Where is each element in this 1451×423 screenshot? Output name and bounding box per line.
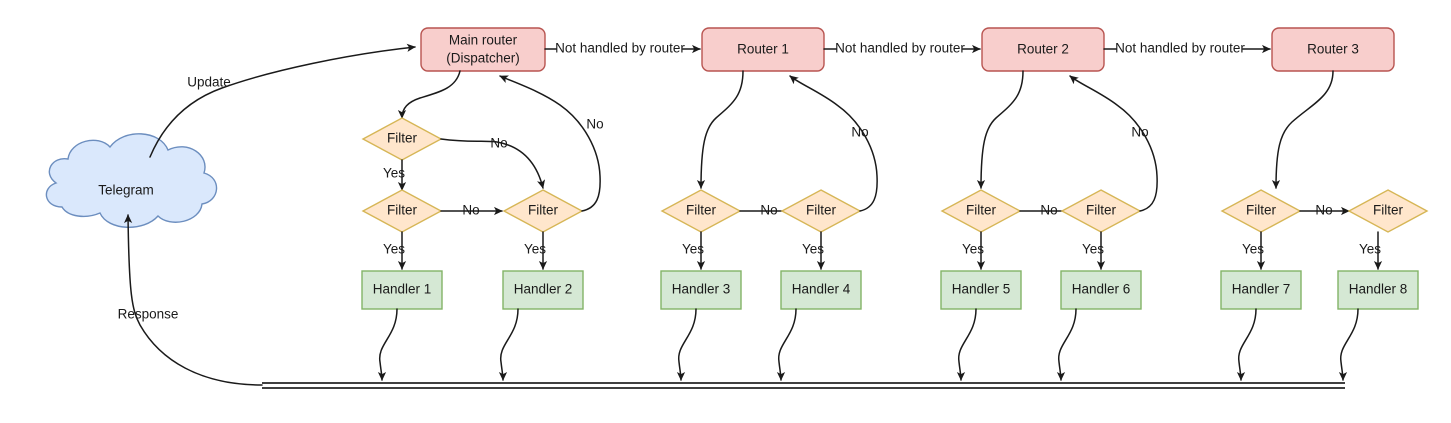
handler-2-label: Handler 2 — [514, 282, 573, 297]
edge-label-no-b: No — [462, 203, 479, 218]
handler-7-box[interactable] — [1220, 270, 1302, 310]
handler-3-label: Handler 3 — [672, 282, 731, 297]
filter-i-node[interactable]: Filter — [1347, 189, 1429, 233]
edge-label-no-g: No — [1131, 125, 1148, 140]
response-collector-bus — [262, 382, 1345, 389]
edge-label-yes-b: Yes — [383, 242, 405, 257]
handler-1-box[interactable] — [361, 270, 443, 310]
edge-label-no-d: No — [760, 203, 777, 218]
filter-a-label: Filter — [387, 131, 418, 146]
edge-label-yes-i: Yes — [1359, 242, 1381, 257]
edge-handler-3-to-bus — [676, 308, 697, 381]
edge-main-to-filter-a — [397, 70, 461, 119]
edge-handler-5-to-bus — [956, 308, 977, 381]
handler-3-box[interactable] — [660, 270, 742, 310]
edge-filter-e-no-return — [789, 75, 878, 212]
handler-6-box[interactable] — [1060, 270, 1142, 310]
edge-label-yes-f: Yes — [962, 242, 984, 257]
main-router-label-line2: (Dispatcher) — [446, 51, 520, 66]
router-3-label: Router 3 — [1307, 42, 1359, 57]
edge-router1-to-filter-d — [696, 70, 744, 189]
handler-3-node[interactable]: Handler 3 — [660, 270, 742, 310]
router-2-node[interactable]: Router 2 — [981, 27, 1105, 72]
filter-c-node[interactable]: Filter — [502, 189, 584, 233]
filter-f-label: Filter — [966, 203, 997, 218]
edge-label-no-h: No — [1315, 203, 1332, 218]
edge-label-update: Update — [187, 75, 231, 90]
handler-4-label: Handler 4 — [792, 282, 851, 297]
edge-label-yes-d: Yes — [682, 242, 704, 257]
handler-2-box[interactable] — [502, 270, 584, 310]
edge-label-no-a: No — [490, 136, 507, 151]
edge-router2-to-filter-f — [976, 70, 1024, 189]
edge-label-yes-c: Yes — [524, 242, 546, 257]
edge-handler-6-to-bus — [1056, 308, 1077, 381]
filter-i-diamond[interactable] — [1347, 189, 1429, 233]
router-1-label: Router 1 — [737, 42, 789, 57]
filter-f-node[interactable]: Filter — [940, 189, 1022, 233]
handler-1-label: Handler 1 — [373, 282, 432, 297]
filter-d-label: Filter — [686, 203, 717, 218]
handler-5-label: Handler 5 — [952, 282, 1011, 297]
edge-label-not-handled-1: Not handled by router — [555, 41, 685, 56]
handler-7-node[interactable]: Handler 7 — [1220, 270, 1302, 310]
filter-h-node[interactable]: Filter — [1220, 189, 1302, 233]
filter-g-label: Filter — [1086, 203, 1117, 218]
handler-8-box[interactable] — [1337, 270, 1419, 310]
cloud-shape — [45, 133, 218, 228]
handler-5-node[interactable]: Handler 5 — [940, 270, 1022, 310]
edge-label-no-e: No — [851, 125, 868, 140]
edge-handler-2-to-bus — [498, 308, 519, 381]
edge-label-response: Response — [118, 307, 179, 322]
handler-4-node[interactable]: Handler 4 — [780, 270, 862, 310]
edge-label-yes-e: Yes — [802, 242, 824, 257]
router-2-label: Router 2 — [1017, 42, 1069, 57]
handler-6-label: Handler 6 — [1072, 282, 1131, 297]
edge-update — [149, 43, 416, 158]
filter-b-label: Filter — [387, 203, 418, 218]
edge-label-not-handled-3: Not handled by router — [1115, 41, 1245, 56]
edge-label-yes-g: Yes — [1082, 242, 1104, 257]
edge-handler-8-to-bus — [1338, 308, 1359, 381]
edge-response — [124, 214, 263, 386]
filter-e-node[interactable]: Filter — [780, 189, 862, 233]
edge-handler-1-to-bus — [377, 308, 398, 381]
edge-filter-a-no — [440, 138, 546, 189]
handler-5-box[interactable] — [940, 270, 1022, 310]
edge-label-not-handled-2: Not handled by router — [835, 41, 965, 56]
handler-4-box[interactable] — [780, 270, 862, 310]
edge-label-yes-a: Yes — [383, 166, 405, 181]
main-router-node[interactable]: Main router (Dispatcher) — [420, 27, 546, 72]
edge-label-no-c: No — [586, 117, 603, 132]
edge-handler-4-to-bus — [776, 308, 797, 381]
filter-b-node[interactable]: Filter — [361, 189, 443, 233]
router-1-node[interactable]: Router 1 — [701, 27, 825, 72]
handler-2-node[interactable]: Handler 2 — [502, 270, 584, 310]
filter-e-label: Filter — [806, 203, 837, 218]
handler-8-node[interactable]: Handler 8 — [1337, 270, 1419, 310]
edge-filter-g-no-return — [1069, 75, 1158, 212]
main-router-label-line1: Main router — [449, 33, 518, 48]
handler-8-label: Handler 8 — [1349, 282, 1408, 297]
telegram-cloud-node: Telegram — [45, 133, 218, 228]
filter-i-label: Filter — [1373, 203, 1404, 218]
telegram-label: Telegram — [98, 183, 154, 198]
handler-6-node[interactable]: Handler 6 — [1060, 270, 1142, 310]
filter-c-label: Filter — [528, 203, 559, 218]
filter-g-node[interactable]: Filter — [1060, 189, 1142, 233]
handler-1-node[interactable]: Handler 1 — [361, 270, 443, 310]
handler-7-label: Handler 7 — [1232, 282, 1291, 297]
edge-filter-c-no-return — [499, 75, 601, 212]
router-3-node[interactable]: Router 3 — [1271, 27, 1395, 72]
edge-label-yes-h: Yes — [1242, 242, 1264, 257]
edge-handler-7-to-bus — [1236, 308, 1257, 381]
edge-label-no-f: No — [1040, 203, 1057, 218]
edge-router3-to-filter-h — [1271, 70, 1334, 189]
filter-h-label: Filter — [1246, 203, 1277, 218]
